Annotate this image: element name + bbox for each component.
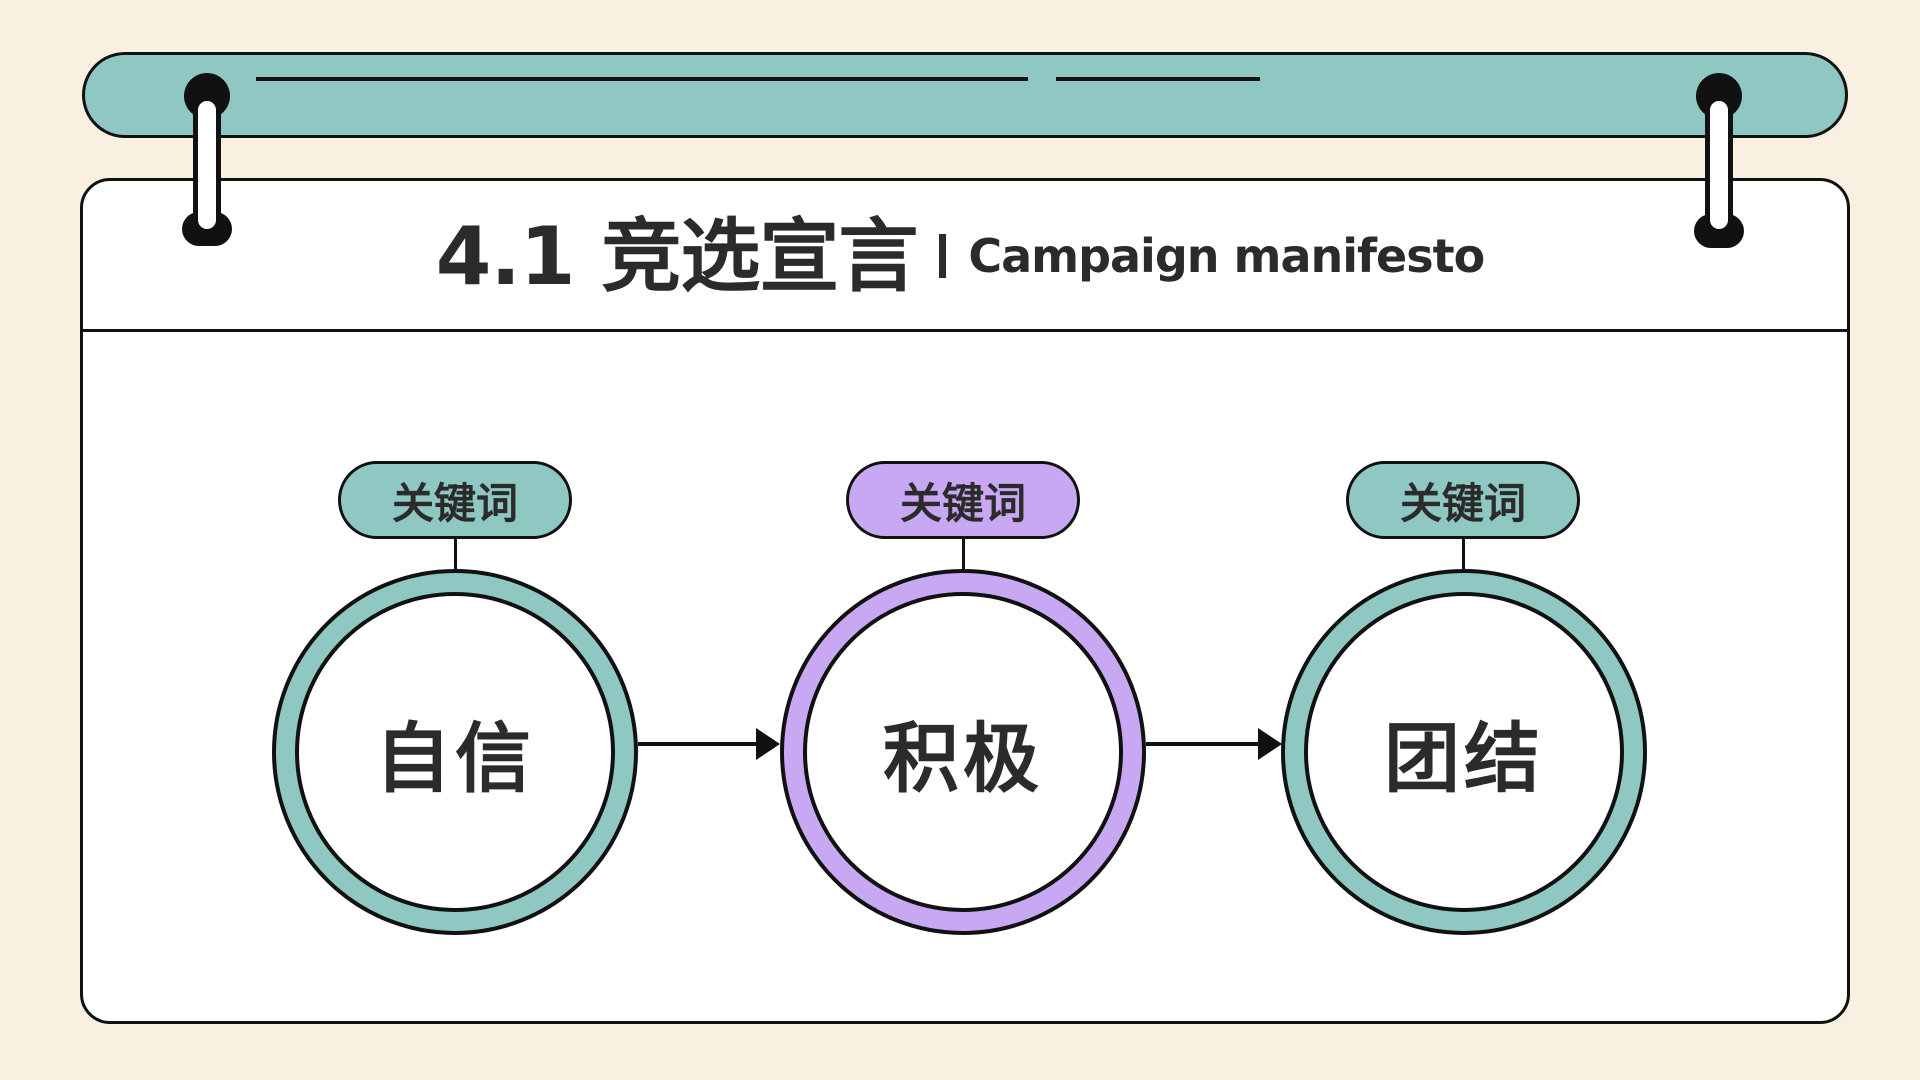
ring-left-icon [193,96,221,234]
keyword-label-3: 关键词 [1399,478,1526,528]
bar-decorative-line-short [1056,77,1260,81]
arrow-right-icon [756,728,780,760]
title-separator [939,234,947,278]
arrow-right-icon [1258,728,1282,760]
node-label-3: 团结 [1384,714,1544,803]
keyword-pill-1: 关键词 [338,461,572,539]
top-hanging-bar [82,52,1848,138]
node-label-2: 积极 [883,714,1043,803]
bar-decorative-line-long [256,77,1028,81]
keyword-stem-1 [454,539,457,569]
keyword-pill-2: 关键词 [846,461,1080,539]
card-header-divider [83,329,1847,332]
title-subtitle: Campaign manifesto [968,229,1485,283]
node-circle-inner-3: 团结 [1304,592,1624,912]
node-circle-inner-2: 积极 [803,592,1123,912]
keyword-stem-3 [1462,539,1465,569]
node-circle-3: 团结 [1281,569,1647,935]
keyword-stem-2 [962,539,965,569]
node-circle-2: 积极 [780,569,1146,935]
title-main: 4.1 竞选宣言 [435,210,919,303]
page-title: 4.1 竞选宣言 Campaign manifesto [0,200,1920,303]
node-circle-1: 自信 [272,569,638,935]
keyword-pill-3: 关键词 [1346,461,1580,539]
ring-right-icon [1705,96,1733,234]
flow-arrow-line-1 [638,742,758,746]
keyword-label-2: 关键词 [899,478,1026,528]
node-label-1: 自信 [375,714,535,803]
node-circle-inner-1: 自信 [295,592,615,912]
flow-arrow-line-2 [1146,742,1260,746]
keyword-label-1: 关键词 [391,478,518,528]
